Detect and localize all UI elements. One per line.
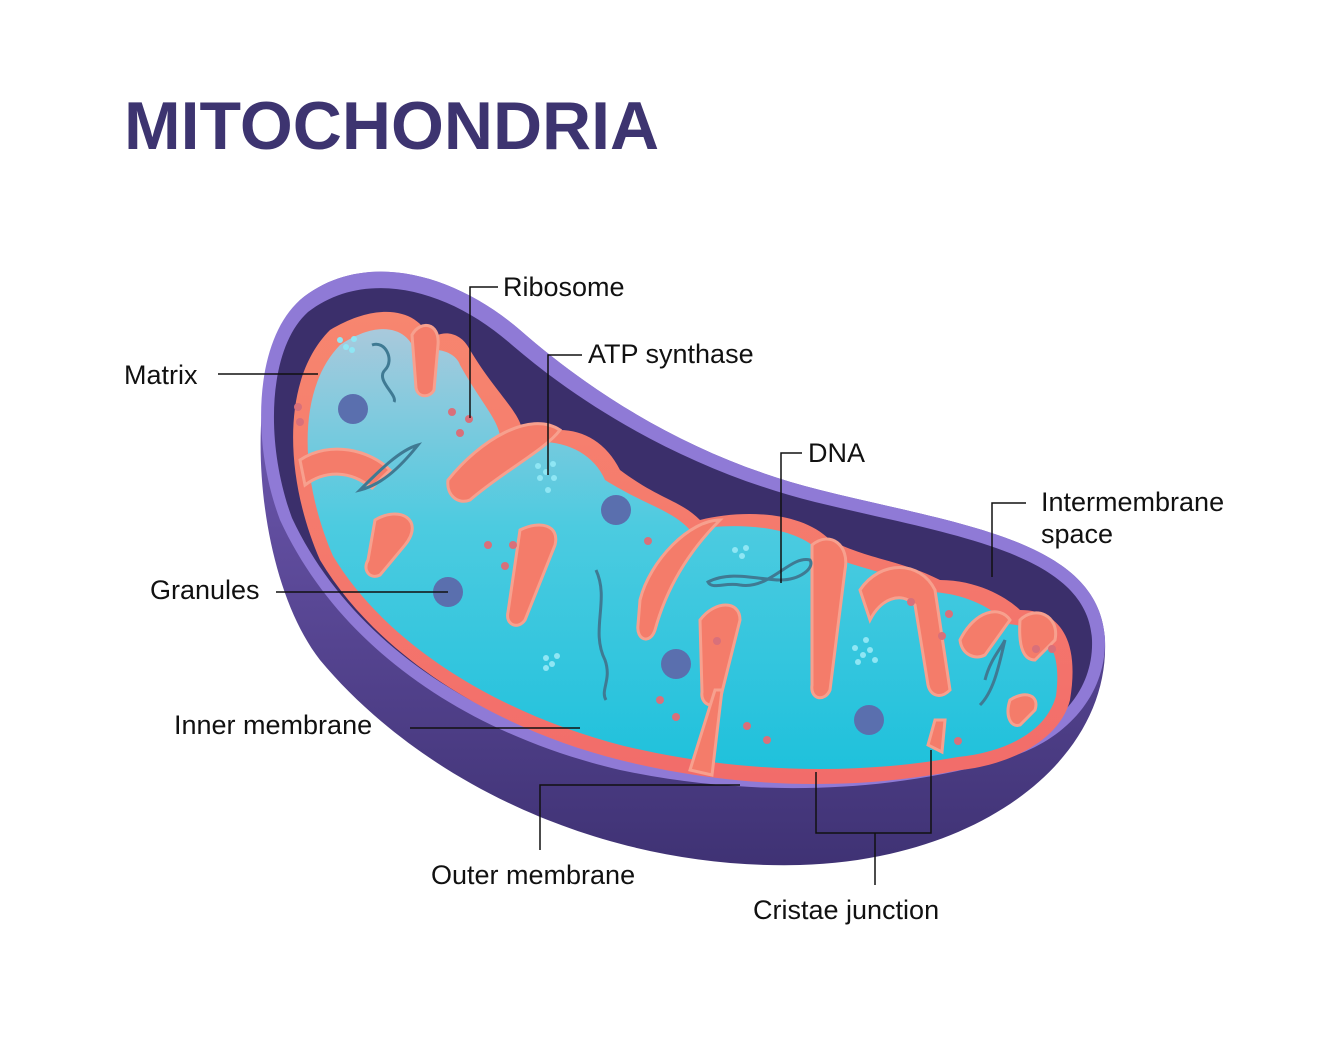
label-intermembrane-space-line2: space	[1041, 519, 1114, 549]
dna-strands	[355, 342, 1007, 707]
label-granules: Granules	[150, 575, 260, 605]
cristae-junction-leader	[815, 750, 932, 834]
ribosomes	[294, 403, 1056, 745]
label-cristae-junction: Cristae junction	[753, 895, 940, 925]
granules	[338, 394, 884, 735]
cristae	[298, 324, 1058, 777]
atp-synthase-leader	[547, 354, 582, 475]
dna-leader	[780, 452, 802, 583]
outer-membrane-leader	[539, 784, 740, 850]
page-title: MITOCHONDRIA	[124, 88, 660, 164]
label-ribosome: Ribosome	[503, 272, 625, 302]
intermembrane-leader	[991, 502, 1026, 577]
label-intermembrane-space-line1: Intermembrane	[1041, 487, 1225, 517]
ribosome-leader	[469, 286, 498, 418]
leader-lines	[218, 286, 1026, 885]
label-atp-synthase: ATP synthase	[588, 339, 754, 369]
atp-synthase-particles	[337, 336, 878, 671]
label-inner-membrane: Inner membrane	[174, 710, 373, 740]
label-outer-membrane: Outer membrane	[431, 860, 636, 890]
label-dna: DNA	[808, 438, 866, 468]
label-matrix: Matrix	[124, 360, 198, 390]
